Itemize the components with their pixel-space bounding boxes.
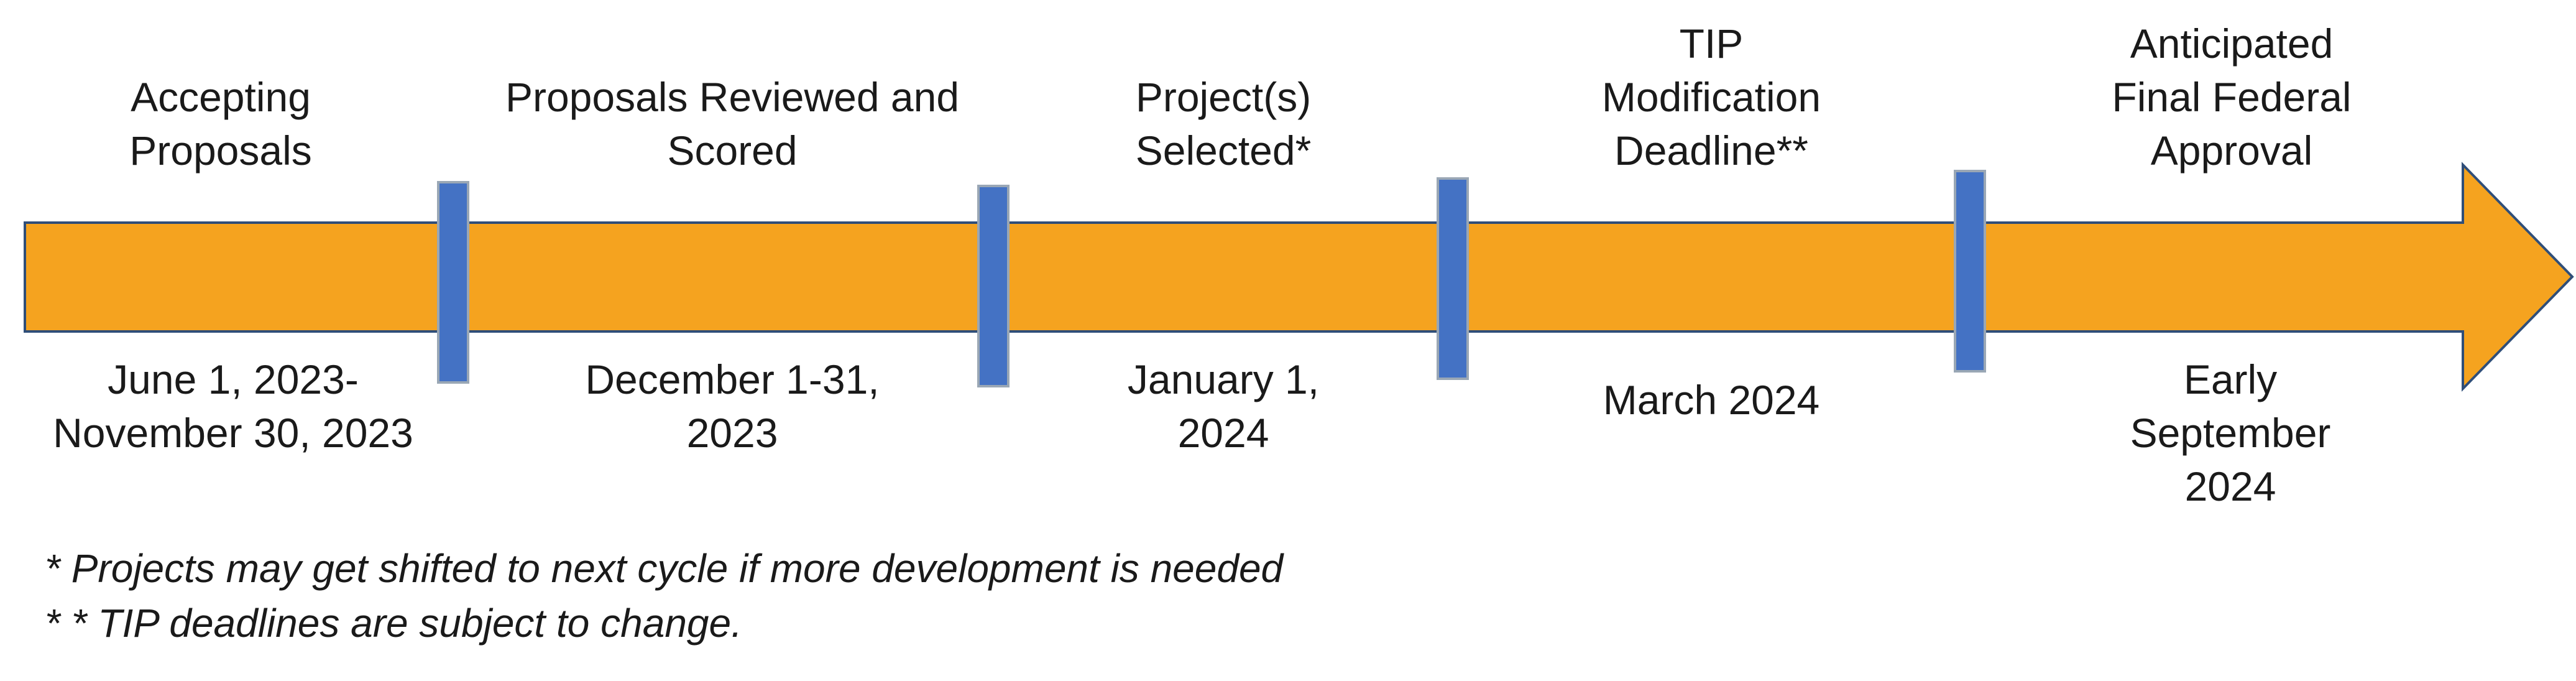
stage-title-accepting-proposals: Accepting Proposals — [28, 16, 413, 177]
stage-date-projects-selected: January 1, 2024 — [1127, 356, 1320, 456]
timeline-arrow — [24, 162, 2574, 392]
stage-title-text: Accepting Proposals — [129, 74, 312, 174]
footnotes: * Projects may get shifted to next cycle… — [45, 541, 1283, 651]
stage-title-text: Anticipated Final Federal Approval — [2112, 21, 2352, 174]
timeline-marker-2 — [977, 185, 1010, 387]
stage-title-projects-selected: Project(s) Selected* — [1031, 16, 1416, 177]
stage-date-tip-modification-deadline: March 2024 — [1603, 377, 1820, 423]
stage-date-proposals-reviewed: December 1-31, 2023 — [585, 356, 880, 456]
timeline-marker-4 — [1954, 170, 1986, 373]
timeline-marker-1 — [437, 181, 469, 384]
stage-title-text: TIP Modification Deadline** — [1601, 21, 1821, 174]
stage-title-tip-modification-deadline: TIP Modification Deadline** — [1519, 16, 1904, 177]
stage-title-final-federal-approval: Anticipated Final Federal Approval — [2039, 16, 2424, 177]
footnote-tip-deadlines: * * TIP deadlines are subject to change. — [45, 601, 742, 646]
stage-date-final-federal-approval: Early September 2024 — [2130, 356, 2331, 509]
timeline-marker-3 — [1437, 177, 1469, 380]
footnote-projects-shift: * Projects may get shifted to next cycle… — [45, 546, 1284, 591]
stage-title-text: Proposals Reviewed and Scored — [505, 74, 960, 174]
stage-date-accepting-proposals: June 1, 2023- November 30, 2023 — [53, 356, 413, 456]
stage-title-proposals-reviewed: Proposals Reviewed and Scored — [477, 16, 987, 177]
stage-title-text: Project(s) Selected* — [1135, 74, 1312, 174]
